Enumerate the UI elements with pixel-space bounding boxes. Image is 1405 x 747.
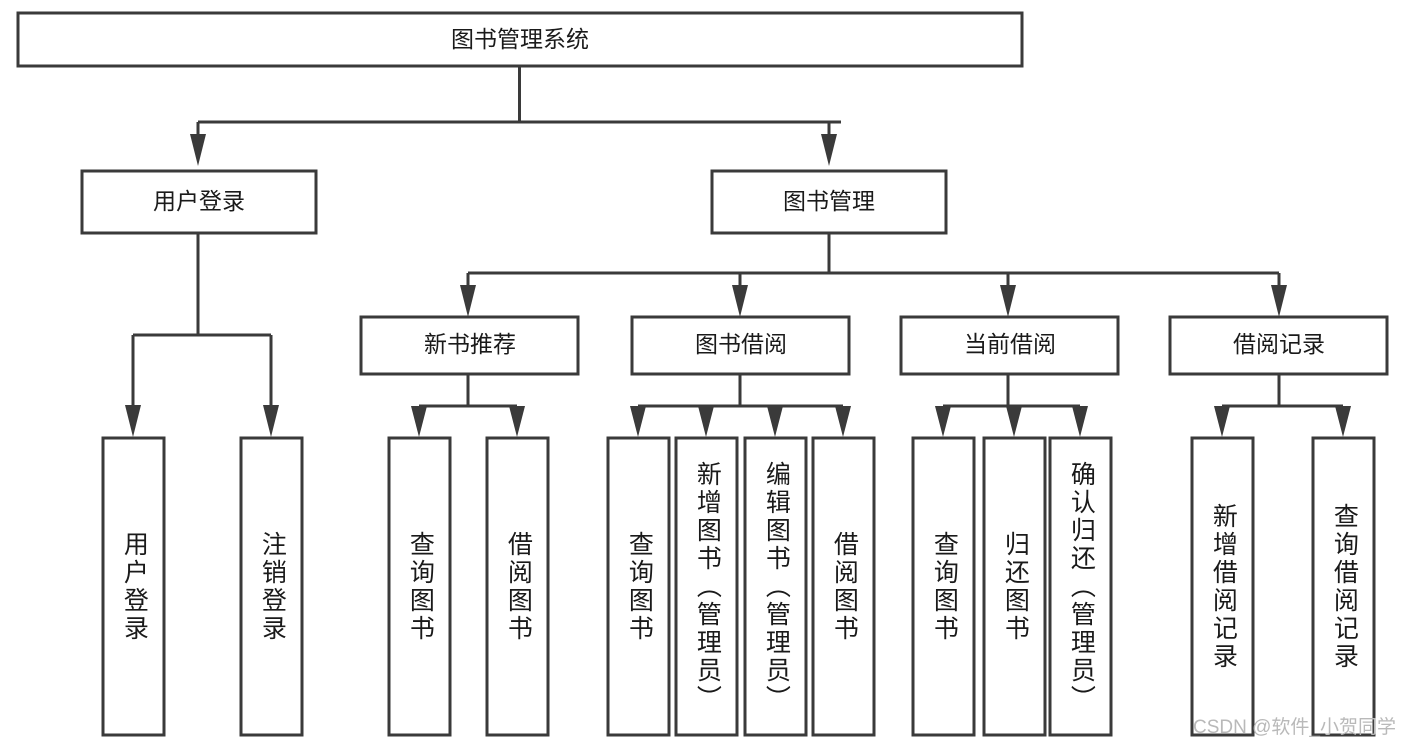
leaf-user-login-1[interactable]: 用户登录 — [101, 436, 166, 737]
arrow-head-root-to-user-login — [190, 134, 206, 166]
leaf-book-borrow-4-box[interactable] — [811, 436, 876, 737]
leaf-book-borrow-2[interactable]: 新增图书（管理员） — [674, 436, 739, 737]
connector-group-root — [190, 66, 841, 166]
arrow-head-current-borrow-leaf-3 — [1072, 406, 1088, 437]
leaf-borrow-record-2[interactable]: 查询借阅记录 — [1311, 436, 1376, 737]
arrow-head-book-borrow-leaf-4 — [835, 406, 851, 437]
arrow-head-user-login-leaf-2 — [263, 405, 279, 437]
leaf-book-borrow-2-box[interactable] — [674, 436, 739, 737]
leaf-borrow-record-1-box[interactable] — [1190, 436, 1255, 737]
leaf-new-book-2[interactable]: 借阅图书 — [485, 436, 550, 737]
arrow-head-new-book-leaf-2 — [509, 406, 525, 437]
node-book-borrow[interactable]: 图书借阅 — [630, 315, 851, 376]
connector-group-book-manage — [460, 233, 1287, 317]
node-book-manage-box[interactable] — [710, 169, 948, 235]
node-borrow-record-label: 借阅记录 — [1233, 331, 1325, 357]
arrow-head-bm-to-book-borrow — [732, 285, 748, 317]
arrow-head-new-book-leaf-1 — [411, 406, 427, 437]
leaf-current-borrow-3[interactable]: 确认归还（管理员） — [1048, 436, 1113, 737]
connector-group-book-borrow — [630, 374, 851, 437]
arrow-head-borrow-record-leaf-1 — [1214, 406, 1230, 437]
arrow-head-bm-to-new-book — [460, 285, 476, 317]
leaf-current-borrow-2-box[interactable] — [982, 436, 1047, 737]
arrow-head-book-borrow-leaf-1 — [630, 406, 646, 437]
leaf-book-borrow-1-box[interactable] — [606, 436, 671, 737]
leaf-book-borrow-2-label: 新增图书（管理员） — [693, 461, 722, 713]
leaf-book-borrow-3-box[interactable] — [743, 436, 808, 737]
node-user-login-label: 用户登录 — [153, 188, 245, 214]
leaf-current-borrow-1[interactable]: 查询图书 — [911, 436, 976, 737]
node-book-manage-label: 图书管理 — [783, 188, 875, 214]
leaf-current-borrow-1-label: 查询图书 — [930, 531, 959, 643]
leaf-user-login-1-box[interactable] — [101, 436, 166, 737]
node-user-login[interactable]: 用户登录 — [80, 169, 318, 235]
leaf-user-login-2-label: 注销登录 — [258, 531, 287, 643]
connector-group-new-book — [411, 374, 525, 437]
node-book-manage[interactable]: 图书管理 — [710, 169, 948, 235]
node-book-borrow-box[interactable] — [630, 315, 851, 376]
leaf-borrow-record-1-label: 新增借阅记录 — [1209, 503, 1238, 671]
node-borrow-record[interactable]: 借阅记录 — [1168, 315, 1389, 376]
connector-group-borrow-record — [1214, 374, 1351, 437]
leaf-new-book-2-box[interactable] — [485, 436, 550, 737]
node-root[interactable]: 图书管理系统 — [16, 11, 1024, 68]
leaf-current-borrow-1-box[interactable] — [911, 436, 976, 737]
leaf-user-login-2-box[interactable] — [239, 436, 304, 737]
leaf-new-book-1-box[interactable] — [387, 436, 452, 737]
leaf-user-login-2[interactable]: 注销登录 — [239, 436, 304, 737]
node-new-book-recommend[interactable]: 新书推荐 — [359, 315, 580, 376]
node-current-borrow-box[interactable] — [899, 315, 1120, 376]
leaf-user-login-1-label: 用户登录 — [120, 531, 149, 643]
leaf-current-borrow-2[interactable]: 归还图书 — [982, 436, 1047, 737]
leaf-book-borrow-1[interactable]: 查询图书 — [606, 436, 671, 737]
leaf-book-borrow-1-label: 查询图书 — [625, 531, 654, 643]
arrow-head-current-borrow-leaf-2 — [1006, 406, 1022, 437]
csdn-watermark: CSDN @软件_小贺同学 — [1193, 716, 1396, 738]
arrow-head-current-borrow-leaf-1 — [935, 406, 951, 437]
leaf-new-book-1-label: 查询图书 — [406, 531, 435, 643]
leaf-book-borrow-3[interactable]: 编辑图书（管理员） — [743, 436, 808, 737]
arrow-head-user-login-leaf-1 — [125, 405, 141, 437]
leaf-book-borrow-4[interactable]: 借阅图书 — [811, 436, 876, 737]
arrow-head-book-borrow-leaf-2 — [698, 406, 714, 437]
arrow-head-borrow-record-leaf-2 — [1335, 406, 1351, 437]
leaf-new-book-2-label: 借阅图书 — [504, 531, 533, 643]
leaf-current-borrow-3-label: 确认归还（管理员） — [1067, 461, 1096, 713]
node-current-borrow[interactable]: 当前借阅 — [899, 315, 1120, 376]
node-book-borrow-label: 图书借阅 — [695, 331, 787, 357]
leaf-book-borrow-4-label: 借阅图书 — [830, 531, 859, 643]
leaf-book-borrow-3-label: 编辑图书（管理员） — [762, 461, 791, 713]
node-new-book-recommend-box[interactable] — [359, 315, 580, 376]
arrow-head-book-borrow-leaf-3 — [767, 406, 783, 437]
leaf-borrow-record-1[interactable]: 新增借阅记录 — [1190, 436, 1255, 737]
connector-group-user-login — [125, 233, 279, 437]
connector-group-current-borrow — [935, 374, 1088, 437]
arrow-head-bm-to-current-borrow — [1000, 285, 1016, 317]
leaf-current-borrow-2-label: 归还图书 — [1001, 531, 1030, 643]
node-new-book-recommend-label: 新书推荐 — [424, 331, 516, 357]
leaf-borrow-record-2-label: 查询借阅记录 — [1330, 503, 1359, 671]
leaf-new-book-1[interactable]: 查询图书 — [387, 436, 452, 737]
node-user-login-box[interactable] — [80, 169, 318, 235]
node-borrow-record-box[interactable] — [1168, 315, 1389, 376]
node-root-box[interactable] — [16, 11, 1024, 68]
node-current-borrow-label: 当前借阅 — [964, 331, 1056, 357]
arrow-head-bm-to-borrow-record — [1271, 285, 1287, 317]
node-root-label: 图书管理系统 — [451, 26, 589, 52]
arrow-head-root-to-book-manage — [821, 134, 837, 166]
leaf-borrow-record-2-box[interactable] — [1311, 436, 1376, 737]
leaf-current-borrow-3-box[interactable] — [1048, 436, 1113, 737]
